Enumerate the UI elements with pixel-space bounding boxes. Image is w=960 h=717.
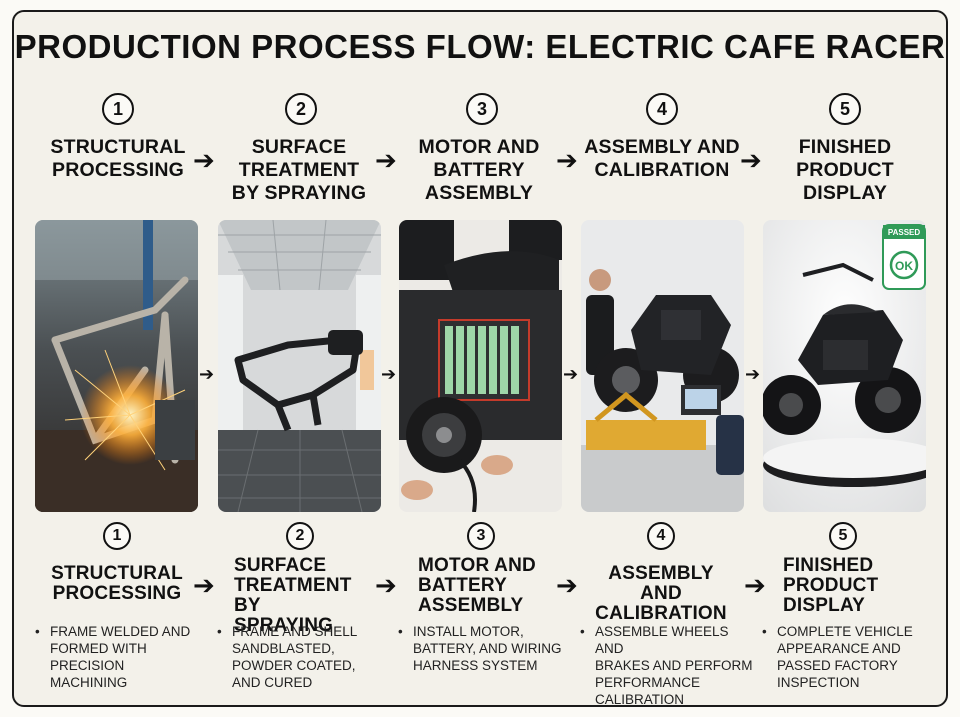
flow-arrow-icon: ➔ [193, 145, 215, 175]
step-4-number-top: 4 [646, 93, 678, 125]
step-2-number-bottom: 2 [286, 522, 314, 550]
step-2-number-top: 2 [285, 93, 317, 125]
photo-welding-frame [35, 220, 198, 512]
flow-arrow-icon: ➔ [563, 364, 579, 384]
tag-ok-label: OK [895, 259, 913, 273]
tag-passed-label: PASSED [888, 228, 921, 237]
step-3-number-bottom: 3 [467, 522, 495, 550]
photo-finished-product: PASSED OK [763, 220, 926, 512]
page-title: PRODUCTION PROCESS FLOW: ELECTRIC CAFE R… [14, 28, 946, 65]
flow-arrow-icon: ➔ [381, 364, 397, 384]
bullet-icon: • [580, 624, 585, 639]
flow-arrow-icon: ➔ [199, 364, 215, 384]
flow-arrow-icon: ➔ [193, 570, 215, 600]
step-5-number-bottom: 5 [829, 522, 857, 550]
flow-arrow-icon: ➔ [375, 145, 397, 175]
flow-arrow-icon: ➔ [375, 570, 397, 600]
flow-arrow-icon: ➔ [556, 145, 578, 175]
bullet-icon: • [217, 624, 222, 639]
photo-calibration [581, 220, 744, 512]
step-4-number-bottom: 4 [647, 522, 675, 550]
flow-arrow-icon: ➔ [745, 364, 761, 384]
flow-arrow-icon: ➔ [556, 570, 578, 600]
photo-motor-battery-assembly [399, 220, 562, 512]
step-1-number-top: 1 [102, 93, 134, 125]
bullet-icon: • [762, 624, 767, 639]
flow-arrow-icon: ➔ [744, 570, 766, 600]
photo-spray-booth [218, 220, 381, 512]
step-1-number-bottom: 1 [103, 522, 131, 550]
bullet-icon: • [35, 624, 40, 639]
flow-arrow-icon: ➔ [740, 145, 762, 175]
step-3-number-top: 3 [466, 93, 498, 125]
bullet-icon: • [398, 624, 403, 639]
step-5-number-top: 5 [829, 93, 861, 125]
